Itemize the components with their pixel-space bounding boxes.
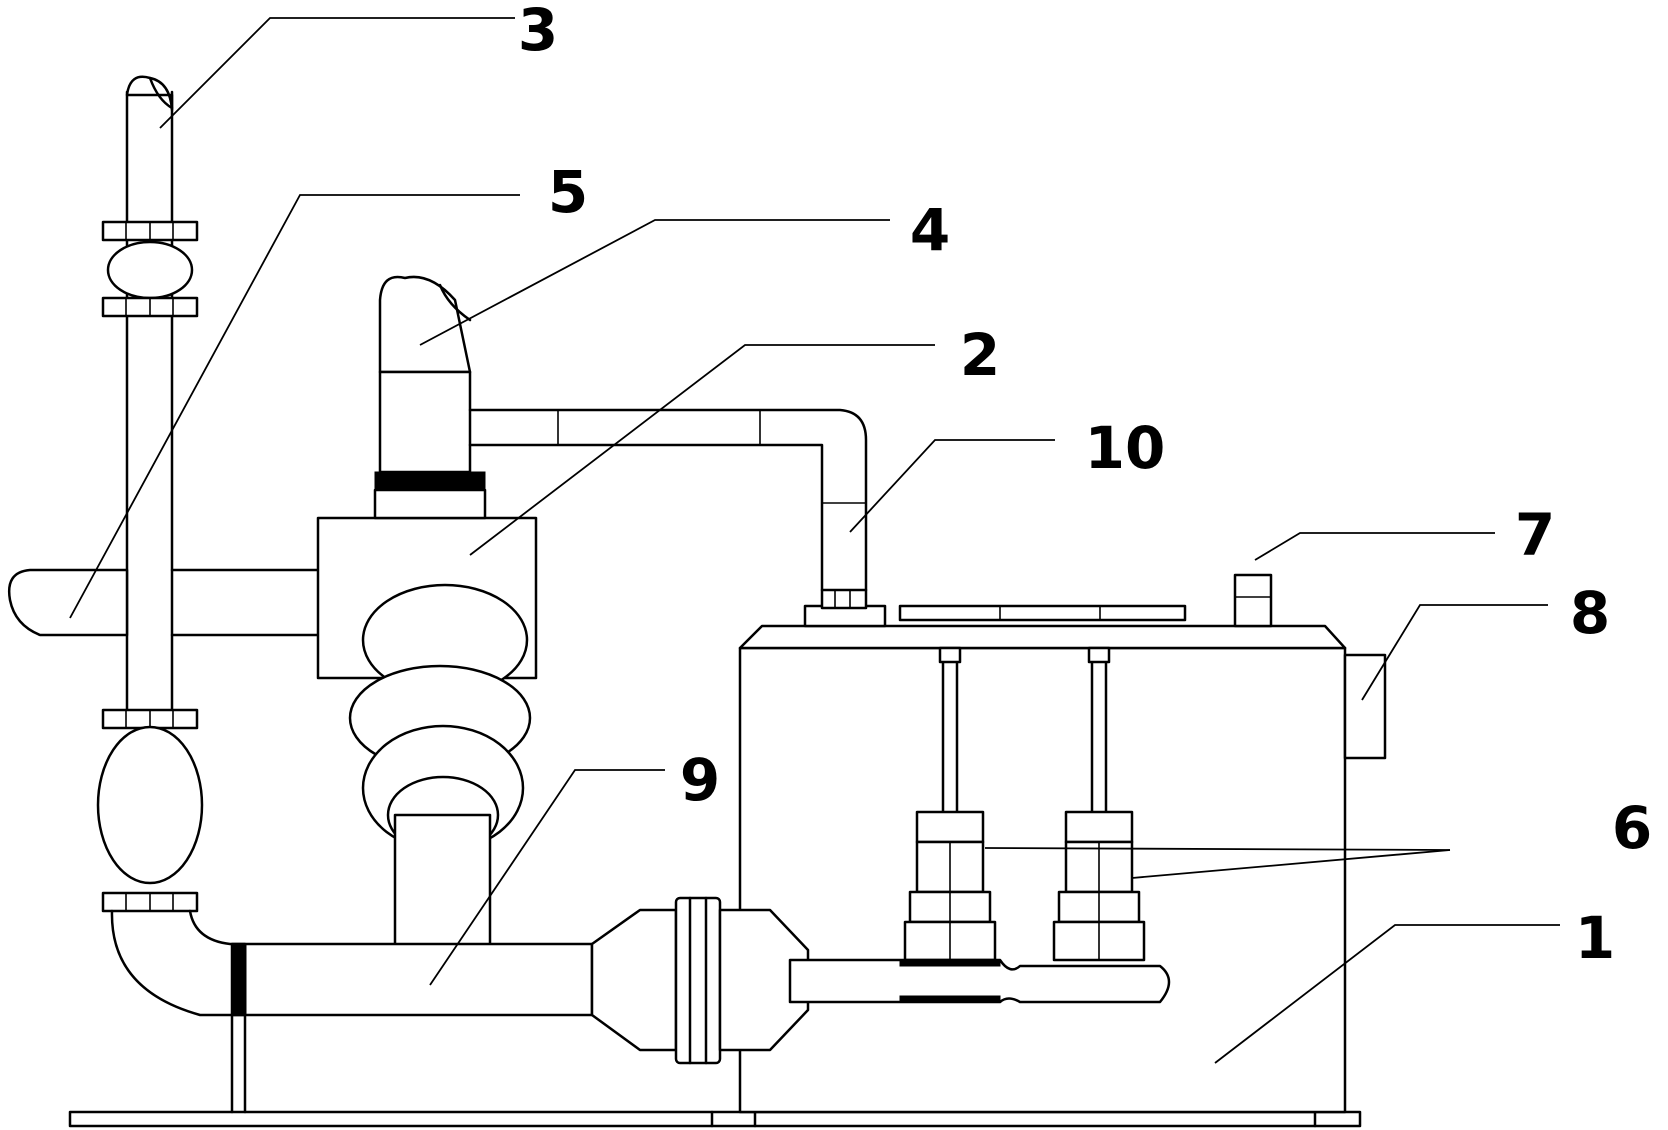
- label-1: 1: [1575, 904, 1615, 972]
- label-6: 6: [1612, 794, 1652, 862]
- leader-lines: [69, 17, 1560, 1064]
- coupling-upper-1: [101, 220, 199, 242]
- label-9: 9: [680, 746, 720, 814]
- label-4: 4: [910, 196, 950, 264]
- coupling-lower-2: [101, 891, 199, 913]
- coupling-lower-1: [101, 708, 199, 730]
- overhead-pipe: [468, 408, 868, 610]
- label-7: 7: [1515, 501, 1555, 569]
- upper-pipe: [373, 275, 487, 520]
- pump-assembly: [788, 646, 1171, 1004]
- riser-pipe: [96, 75, 247, 1017]
- label-2: 2: [960, 321, 1000, 389]
- base-plate: [68, 1110, 1362, 1128]
- discharge-pipe: [230, 813, 810, 1114]
- coupling-upper-2: [101, 296, 199, 318]
- label-10: 10: [1085, 414, 1166, 482]
- tank: [738, 604, 1347, 1114]
- branch-pipe: [7, 568, 320, 637]
- top-fitting: [1233, 573, 1273, 628]
- valve-body: [316, 516, 538, 855]
- label-3: 3: [518, 0, 558, 64]
- label-5: 5: [548, 158, 588, 226]
- label-8: 8: [1570, 579, 1610, 647]
